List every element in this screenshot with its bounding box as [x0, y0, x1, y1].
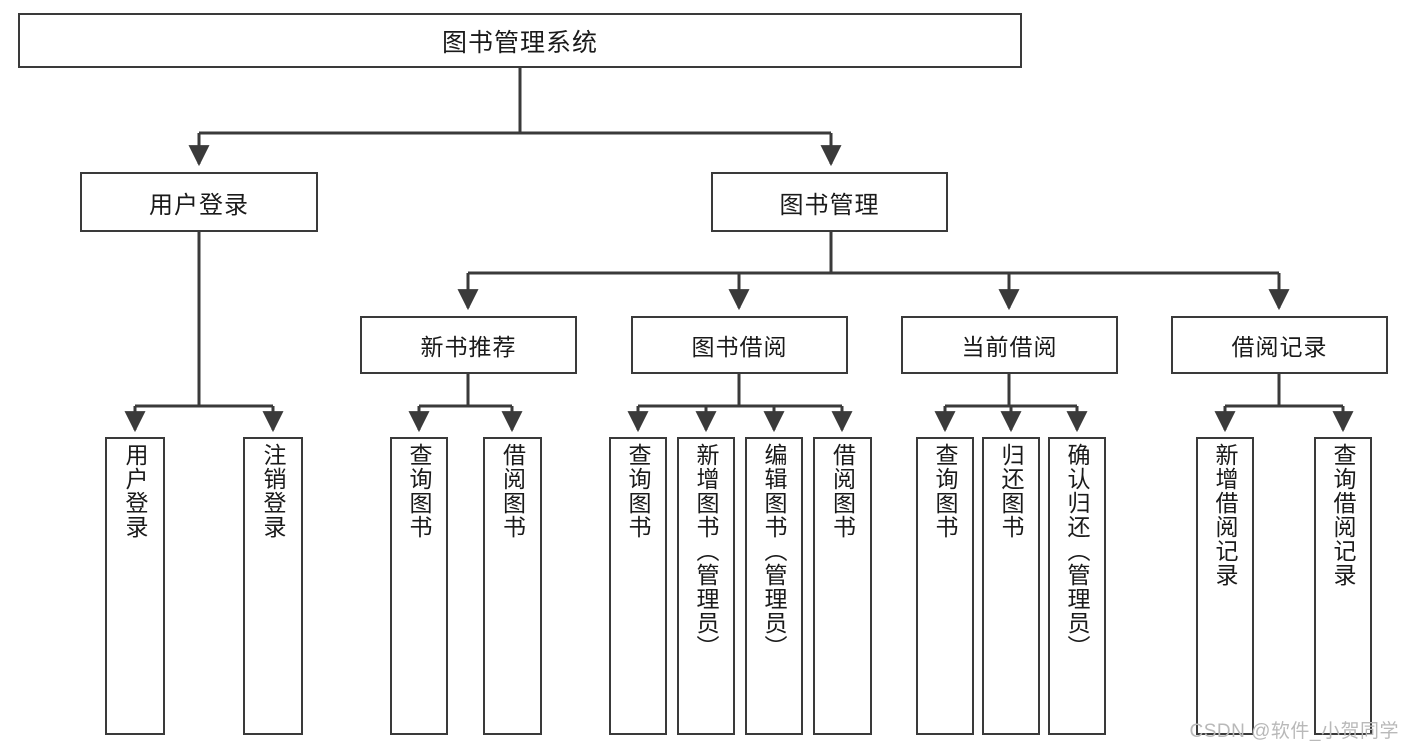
node-borrow-records-label: 借阅记录: [1231, 334, 1328, 360]
node-borrow-records[interactable]: 借阅记录: [1171, 316, 1388, 374]
leaf-confirm-return-admin[interactable]: 确认归还（管理员）: [1048, 437, 1106, 735]
leaf-query-book-borrow[interactable]: 查询图书: [609, 437, 667, 735]
leaf-edit-book-admin[interactable]: 编辑图书（管理员）: [745, 437, 803, 735]
leaf-user-login[interactable]: 用户登录: [105, 437, 165, 735]
node-book-borrow[interactable]: 图书借阅: [631, 316, 848, 374]
node-book-management[interactable]: 图书管理: [711, 172, 948, 232]
node-user-login-label: 用户登录: [149, 191, 249, 219]
leaf-add-borrow-record[interactable]: 新增借阅记录: [1196, 437, 1254, 735]
leaf-logout-label: 注销登录: [260, 443, 287, 539]
leaf-borrow-book-recommend[interactable]: 借阅图书: [483, 437, 542, 735]
leaf-add-book-admin-label: 新增图书（管理员）: [693, 443, 720, 659]
node-new-book-recommend-label: 新书推荐: [420, 334, 517, 360]
leaf-lend-book-label: 借阅图书: [829, 443, 856, 539]
leaf-query-borrow-record-label: 查询借阅记录: [1330, 443, 1357, 587]
node-current-borrow-label: 当前借阅: [961, 334, 1058, 360]
leaf-query-book-recommend-label: 查询图书: [406, 443, 433, 539]
leaf-query-book-current-label: 查询图书: [932, 443, 959, 539]
leaf-lend-book[interactable]: 借阅图书: [813, 437, 872, 735]
node-current-borrow[interactable]: 当前借阅: [901, 316, 1118, 374]
node-new-book-recommend[interactable]: 新书推荐: [360, 316, 577, 374]
leaf-query-book-recommend[interactable]: 查询图书: [390, 437, 448, 735]
leaf-confirm-return-admin-label: 确认归还（管理员）: [1064, 443, 1091, 659]
leaf-return-book-label: 归还图书: [998, 443, 1025, 539]
leaf-logout[interactable]: 注销登录: [243, 437, 303, 735]
leaf-user-login-label: 用户登录: [122, 443, 149, 539]
leaf-add-book-admin[interactable]: 新增图书（管理员）: [677, 437, 735, 735]
leaf-query-borrow-record[interactable]: 查询借阅记录: [1314, 437, 1372, 735]
node-book-borrow-label: 图书借阅: [691, 334, 788, 360]
leaf-query-book-borrow-label: 查询图书: [625, 443, 652, 539]
watermark-text: CSDN @软件_小贺同学: [1189, 721, 1399, 742]
leaf-borrow-book-recommend-label: 借阅图书: [499, 443, 526, 539]
node-root-label: 图书管理系统: [441, 28, 598, 57]
leaf-query-book-current[interactable]: 查询图书: [916, 437, 974, 735]
leaf-edit-book-admin-label: 编辑图书（管理员）: [761, 443, 788, 659]
node-root[interactable]: 图书管理系统: [18, 13, 1022, 68]
node-user-login[interactable]: 用户登录: [80, 172, 318, 232]
leaf-add-borrow-record-label: 新增借阅记录: [1212, 443, 1239, 587]
node-book-management-label: 图书管理: [779, 191, 880, 219]
leaf-return-book[interactable]: 归还图书: [982, 437, 1040, 735]
